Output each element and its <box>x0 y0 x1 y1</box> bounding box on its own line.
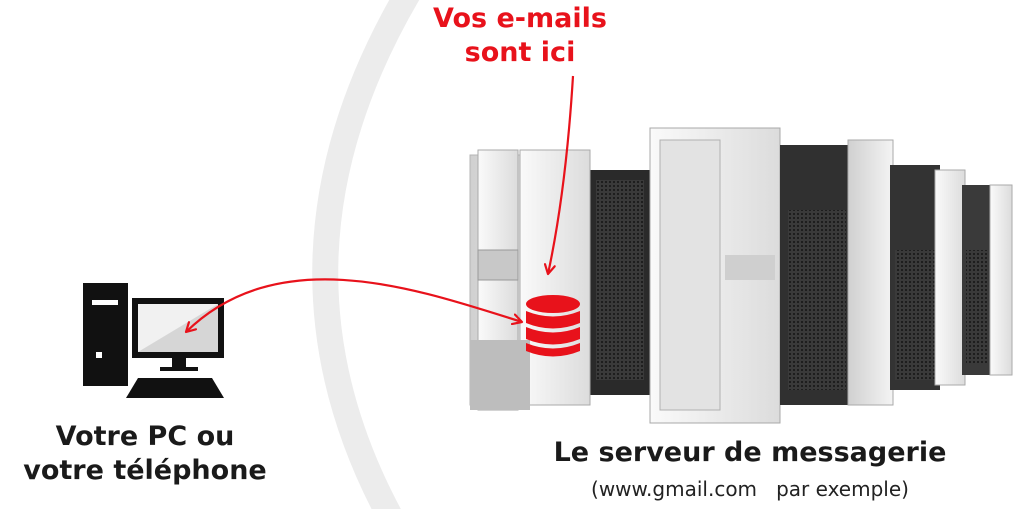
annotation-label: Vos e-mails sont ici <box>400 2 640 70</box>
pc-label-line-2: votre téléphone <box>23 455 267 486</box>
server-subtitle: (www.gmail.com par exemple) <box>591 477 909 501</box>
background-arc <box>312 0 420 509</box>
server-racks-illustration <box>469 127 1013 424</box>
connection-arrow <box>186 278 522 332</box>
desktop-computer-icon <box>83 283 224 398</box>
annotation-arrow <box>548 75 575 274</box>
pc-label-line-1: Votre PC ou <box>55 421 235 452</box>
database-icon <box>526 295 580 357</box>
annotation-line-2: sont ici <box>464 37 576 68</box>
annotation-line-1: Vos e-mails <box>433 3 607 34</box>
server-title: Le serveur de messagerie <box>553 437 947 468</box>
pc-label: Votre PC ou votre téléphone <box>0 420 290 488</box>
